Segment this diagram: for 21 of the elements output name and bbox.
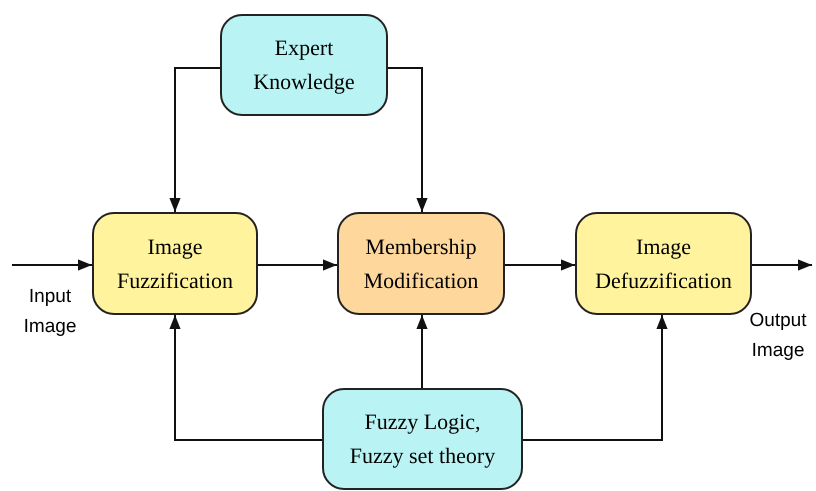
- arrow: [258, 259, 337, 271]
- io-label: Input Image: [22, 285, 78, 339]
- arrow: [416, 315, 428, 388]
- process-box: [322, 388, 523, 490]
- process-box: [92, 212, 258, 315]
- arrow: [12, 259, 92, 271]
- box-label: Image Defuzzification: [594, 232, 733, 294]
- arrow: [523, 315, 668, 441]
- process-box: [575, 212, 752, 315]
- box-label: Expert Knowledge: [252, 34, 356, 96]
- process-box: [337, 212, 505, 315]
- arrow: [169, 67, 220, 212]
- arrow: [752, 259, 812, 271]
- process-box: [220, 14, 388, 116]
- box-label: Membership Modification: [362, 232, 480, 294]
- box-label: Image Fuzzification: [116, 232, 234, 294]
- arrow: [505, 259, 575, 271]
- arrow: [169, 315, 322, 441]
- arrow: [388, 67, 428, 212]
- io-label: Output Image: [748, 309, 808, 363]
- box-label: Fuzzy Logic, Fuzzy set theory: [348, 408, 496, 470]
